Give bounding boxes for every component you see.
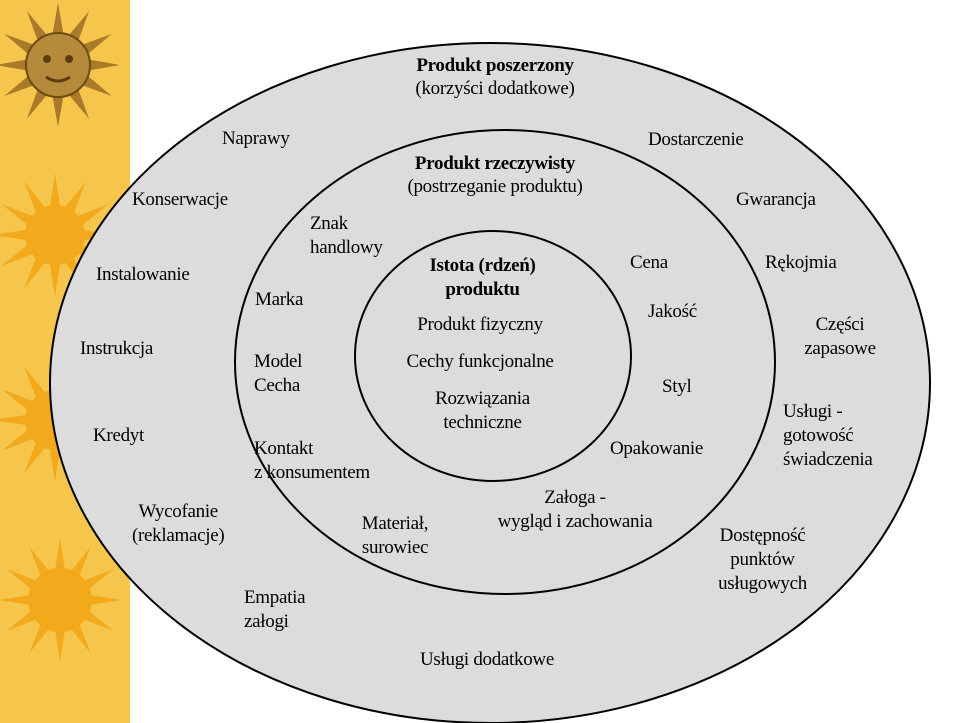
label-rekojmia: Rękojmia [765, 252, 837, 273]
sun-ray [79, 569, 114, 593]
sun-ray [49, 445, 61, 482]
sun-ray [0, 58, 31, 72]
middle-subtitle: (postrzeganie produktu) [407, 176, 583, 197]
sun-ray [79, 607, 114, 631]
outer-subtitle: (korzyści dodatkowe) [415, 78, 575, 99]
sun-ray [0, 414, 30, 426]
label-material: Materiał, surowiec [361, 513, 429, 558]
core-ring [354, 230, 632, 482]
sun-ray [1, 427, 36, 451]
label-produkt-fizyczny: Produkt fizyczny [417, 314, 543, 335]
sun-ray [51, 92, 65, 127]
label-naprawy: Naprawy [222, 128, 290, 149]
sun-ray [85, 594, 122, 606]
label-rozwiazania: Rozwiązania techniczne [435, 388, 530, 433]
label-styl: Styl [662, 376, 692, 397]
sun-ray [51, 3, 65, 38]
label-instalowanie: Instalowanie [96, 264, 190, 285]
sun-ray [49, 173, 61, 210]
sun-ray [29, 619, 53, 654]
sun-ray [29, 546, 53, 581]
sun-decoration-icon [0, 538, 122, 662]
label-marka: Marka [255, 289, 304, 310]
sun-ray [24, 366, 48, 401]
sun-ray [1, 204, 36, 228]
label-empatia: Empatia załogi [244, 587, 306, 632]
sun-ray [74, 204, 109, 228]
sun-ray [24, 181, 48, 216]
sun-ray [62, 181, 86, 216]
core-title: Istota (rdzeń) produktu [429, 255, 536, 300]
label-zaloga: Załoga - wygląd i zachowania [497, 487, 653, 532]
sun-ray [49, 260, 61, 297]
sun-ray [67, 546, 91, 581]
label-kredyt: Kredyt [93, 425, 144, 446]
sun-ray [24, 254, 48, 289]
label-jakosc: Jakość [648, 301, 697, 322]
label-uslugi-dodatkowe: Usługi dodatkowe [420, 649, 554, 670]
label-dostarczenie: Dostarczenie [648, 129, 744, 150]
sun-ray [54, 625, 66, 662]
label-wycofanie: Wycofanie (reklamacje) [132, 501, 225, 546]
sun-ray [1, 242, 36, 266]
label-kontakt: Kontakt z konsumentem [254, 438, 370, 483]
sun-ray [6, 607, 41, 631]
sun-ray [54, 538, 66, 575]
sun-ray [85, 58, 120, 72]
sun-ray [24, 439, 48, 474]
label-uslugi-gotowosc: Usługi - gotowość świadczenia [783, 401, 873, 470]
label-konserwacje: Konserwacje [132, 189, 228, 210]
label-gwarancja: Gwarancja [736, 189, 816, 210]
sun-decoration-icon [0, 173, 117, 297]
label-opakowanie: Opakowanie [610, 438, 704, 459]
sun-ray [1, 389, 36, 413]
sun-ray [0, 229, 30, 241]
sun-ray [6, 569, 41, 593]
label-cena: Cena [630, 252, 668, 273]
sun-ray [67, 619, 91, 654]
sun-ray [0, 594, 35, 606]
outer-title: Produkt poszerzony [416, 55, 574, 76]
label-dostepnosc: Dostępność punktów usługowych [718, 525, 807, 594]
middle-title: Produkt rzeczywisty [414, 153, 576, 174]
label-czesci: Części zapasowe [804, 314, 876, 359]
sun-face-icon [0, 3, 120, 127]
label-cechy-funkcjonalne: Cechy funkcjonalne [406, 351, 554, 372]
label-instrukcja: Instrukcja [80, 338, 153, 359]
label-model: Model Cecha [254, 351, 303, 396]
label-znak: Znak handlowy [310, 213, 383, 258]
